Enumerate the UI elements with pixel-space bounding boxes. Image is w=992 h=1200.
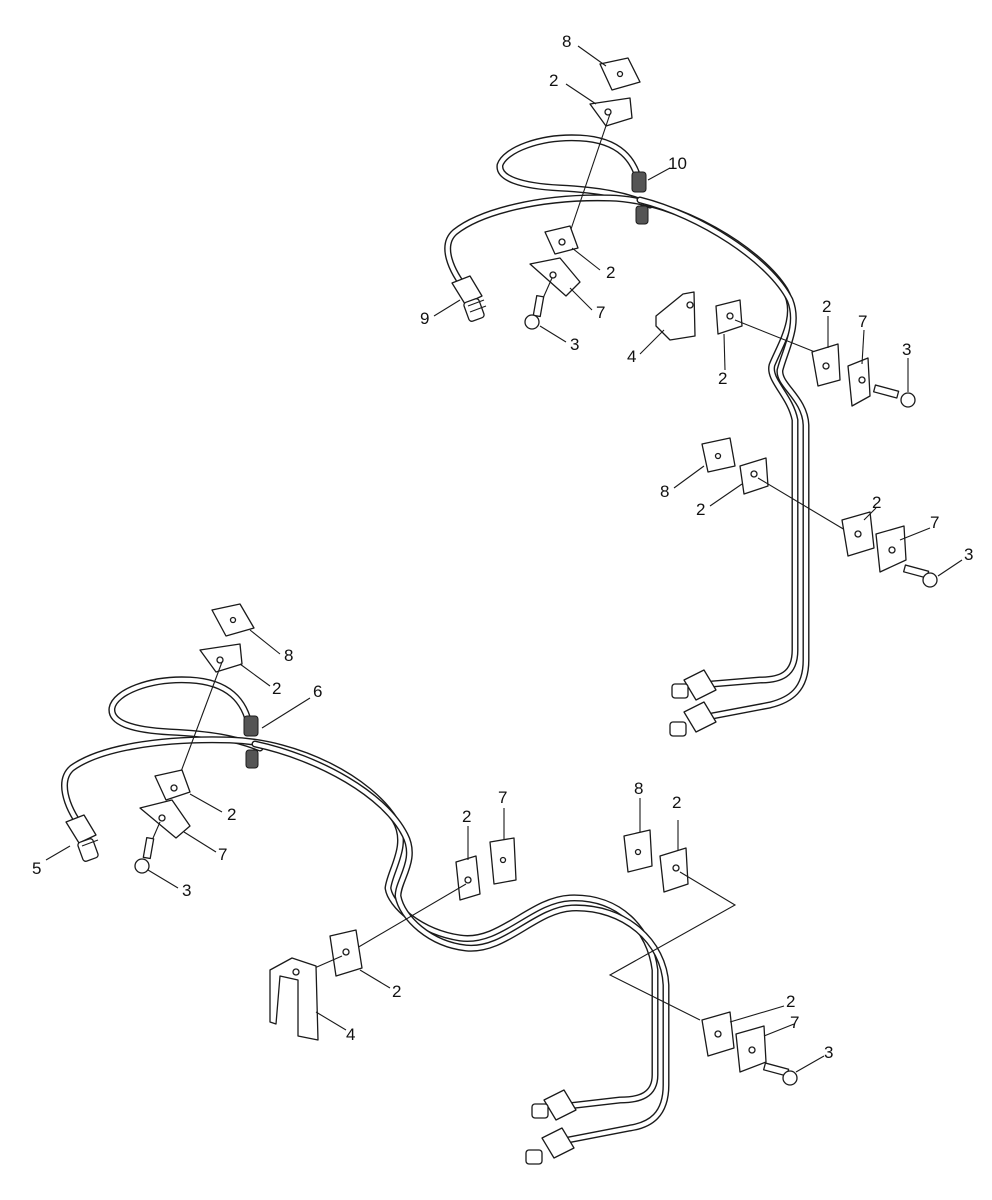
- callout-6: 6: [313, 682, 322, 701]
- bracket-4-top: [655, 291, 696, 341]
- callout-8-bottom-top: 8: [284, 646, 293, 665]
- callout-5: 5: [32, 859, 41, 878]
- lower-clamp-block-lower: [245, 749, 259, 769]
- callout-7-bottom-mid: 7: [498, 788, 507, 807]
- callout-2-bottom-mid: 2: [462, 807, 471, 826]
- callout-2-bottom-clip: 2: [392, 982, 401, 1001]
- bracket-4-bottom: [269, 957, 319, 1041]
- lower-outlet-fittings: [525, 1089, 577, 1165]
- upper-main-pipe-b: [636, 196, 810, 720]
- lower-small-parts: [134, 603, 798, 1086]
- callout-7-right-lower: 7: [930, 513, 939, 532]
- callout-labels: 8 2 10 2 7 9 3 4 2 2 7 3 8 2 2 7 3 8 2 6…: [32, 32, 973, 1062]
- bolt-3-top-mid: [532, 294, 545, 318]
- callout-8-bottom-right: 8: [634, 779, 643, 798]
- lower-main-pipe-b: [251, 740, 670, 1144]
- upper-clamp-block-lower: [635, 205, 649, 225]
- callout-10: 10: [668, 154, 687, 173]
- callout-2-top-right: 2: [822, 297, 831, 316]
- callout-2-top-clip: 2: [718, 369, 727, 388]
- callout-3-right-lower: 3: [964, 545, 973, 564]
- callout-7-top-mid: 7: [596, 303, 605, 322]
- callout-2-top: 2: [549, 71, 558, 90]
- lower-clamp-block: [243, 715, 259, 737]
- upper-clamp-block: [631, 171, 647, 193]
- callout-7-top-right: 7: [858, 312, 867, 331]
- callout-3-bottom-lower: 3: [824, 1043, 833, 1062]
- callout-2-bottom-top: 2: [272, 679, 281, 698]
- upper-pipe-assembly: [444, 134, 810, 737]
- lower-pipe-assembly: [61, 676, 670, 1165]
- callout-2-bottom-right: 2: [672, 793, 681, 812]
- callout-3-bottom-left: 3: [182, 881, 191, 900]
- upper-loop-pipe: [496, 134, 654, 209]
- lower-end-fitting: [65, 814, 99, 862]
- upper-main-pipe-a: [444, 194, 799, 688]
- callout-2-bottom-lower: 2: [786, 992, 795, 1011]
- callout-8-top: 8: [562, 32, 571, 51]
- lower-loop-pipe: [108, 676, 264, 752]
- callout-3-top-mid: 3: [570, 335, 579, 354]
- callout-2-right-lower: 2: [872, 493, 881, 512]
- bolt-3-top-right: [872, 384, 900, 399]
- callout-2-bottom-left: 2: [227, 805, 236, 824]
- callout-7-bottom-left: 7: [218, 845, 227, 864]
- lower-main-pipe-a: [61, 736, 659, 1110]
- upper-outlet-fittings: [669, 669, 717, 737]
- callout-3-top-right: 3: [902, 340, 911, 359]
- bolt-3-bottom-left: [142, 836, 155, 860]
- callout-9: 9: [420, 309, 429, 328]
- callout-7-bottom-lower: 7: [790, 1013, 799, 1032]
- upper-end-fitting: [451, 275, 487, 322]
- callout-4-top: 4: [627, 347, 636, 366]
- callout-2-top-mid: 2: [606, 263, 615, 282]
- callout-2-right-mid: 2: [696, 500, 705, 519]
- callout-8-right-mid: 8: [660, 482, 669, 501]
- leader-lines: [45, 45, 963, 1073]
- callout-4-bottom: 4: [346, 1025, 355, 1044]
- upper-small-parts: [524, 57, 938, 588]
